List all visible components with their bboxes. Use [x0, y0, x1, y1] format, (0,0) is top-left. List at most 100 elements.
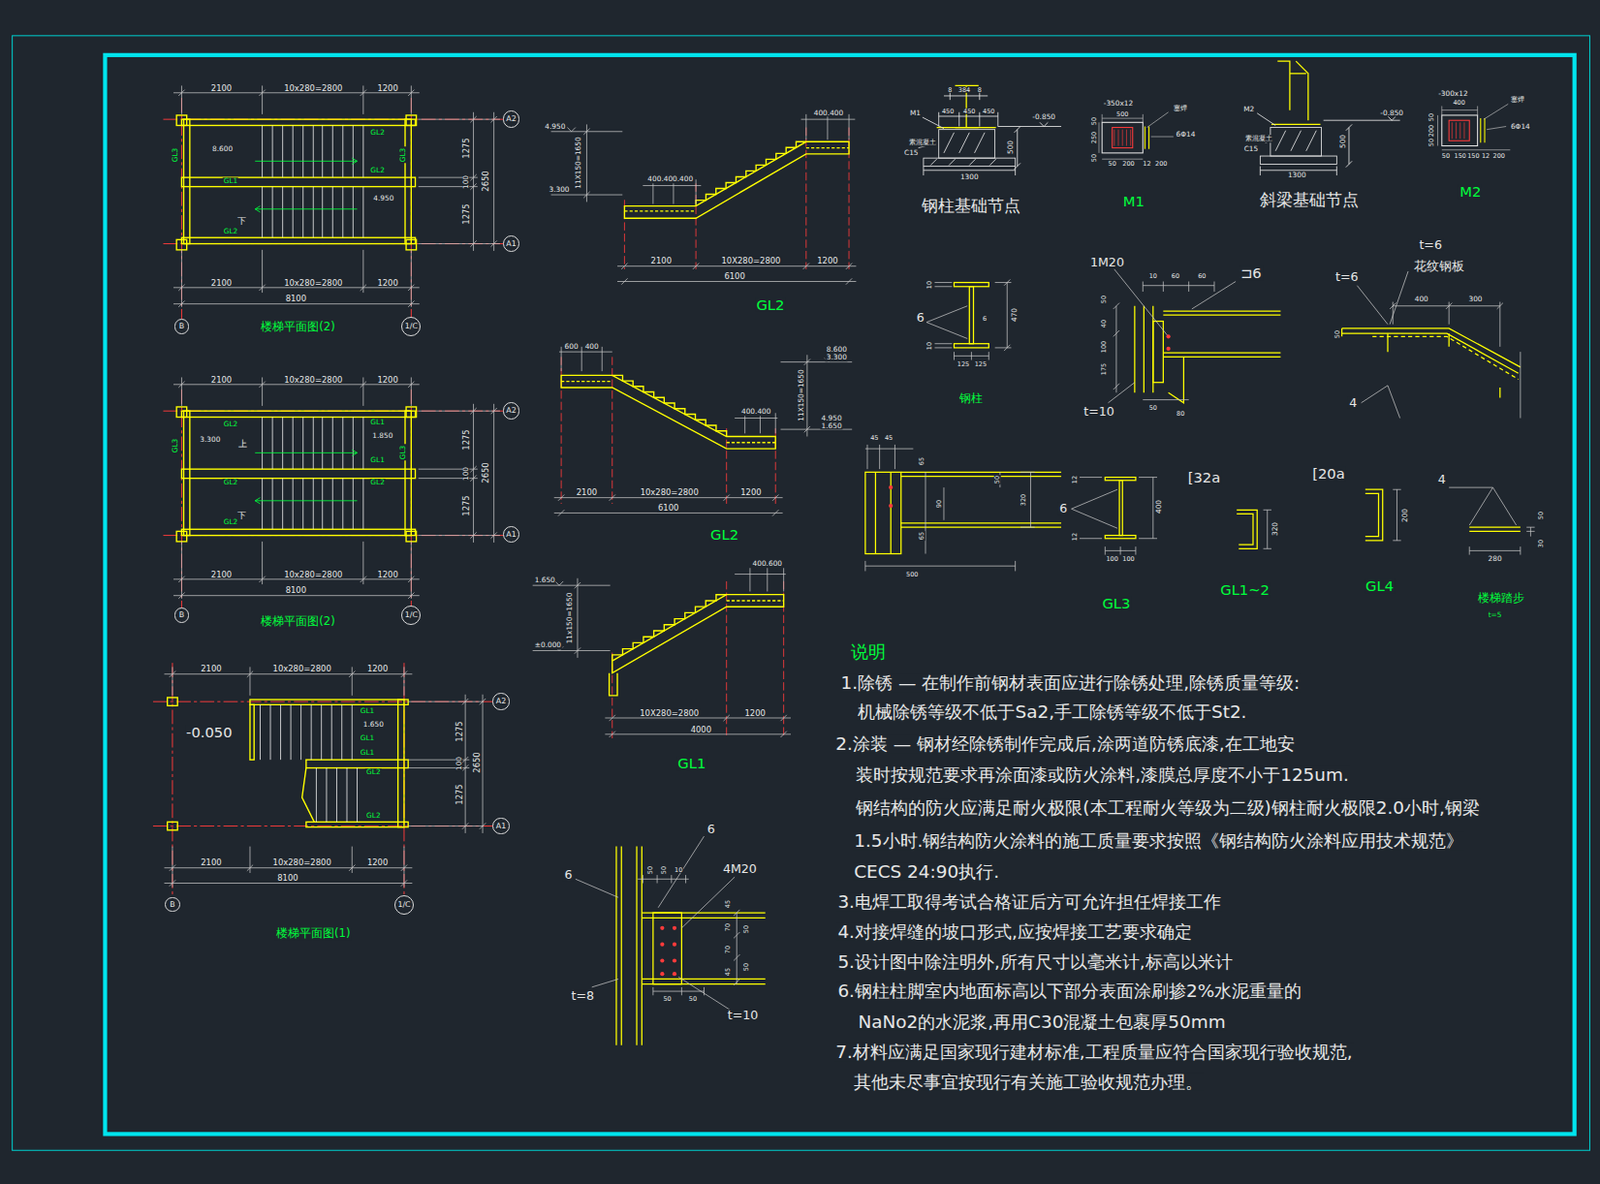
drawing-label: 1300 [959, 173, 980, 181]
dimension-text: 250 [1090, 130, 1098, 145]
axis-bubble: B [174, 607, 190, 624]
drawing-label: 1200 [376, 569, 399, 578]
drawing-label: 500 [1115, 111, 1130, 119]
drawing-label: 8100 [284, 586, 308, 595]
drawing-label: 50 [688, 996, 698, 1004]
drawing-label: 300 [1468, 296, 1484, 304]
drawing-label: t=5 [1487, 611, 1504, 619]
axis-bubble: A1 [492, 817, 509, 835]
drawing-label: 1200 [376, 375, 399, 383]
drawing-label: 楼梯平面图(2) [259, 321, 336, 334]
dimension-text: 500 [1007, 139, 1015, 156]
drawing-label: 8100 [284, 294, 308, 303]
dimension-text: 45 [723, 967, 731, 977]
dimension-text: 320 [1020, 493, 1028, 507]
drawing-label: 花纹钢板 [1412, 259, 1466, 273]
drawing-label: 10x280=2800 [272, 858, 333, 867]
drawing-label: GL1 [369, 418, 386, 426]
drawing-label: M2 [1458, 185, 1482, 200]
drawing-label: M2 [1242, 105, 1255, 113]
note-line: 5.设计图中除注明外,所有尺寸以毫米计,标高以米计 [836, 952, 1233, 971]
drawing-label: -0.050 [185, 724, 234, 740]
drawing-label: 下 [236, 217, 248, 226]
dimension-text: 65 [918, 456, 926, 467]
drawing-label: 楼梯平面图(1) [275, 928, 351, 941]
drawing-label: 1.650 [362, 721, 385, 729]
drawing-label: 素混凝土 [908, 139, 938, 147]
drawing-label: GL2 [365, 812, 382, 819]
dimension-text: 40 [1100, 318, 1108, 329]
dimension-text: 100 [463, 466, 471, 482]
dimension-text: 50 [1100, 294, 1108, 305]
dimension-text: 50 [742, 924, 750, 935]
drawing-label: 6Φ14 [1509, 123, 1532, 130]
drawing-label: 384 [957, 86, 972, 94]
drawing-label: 8100 [276, 874, 299, 882]
drawing-label: 1200 [366, 858, 389, 867]
note-line: 4.对接焊缝的坡口形式,应按焊接工艺要求确定 [836, 923, 1193, 942]
drawing-label: 500 [905, 570, 919, 578]
dimension-text: 50 [1428, 112, 1436, 123]
drawing-label: GL1 [369, 456, 386, 464]
dimension-text: 470 [1010, 307, 1018, 323]
drawing-label: 3.300 [547, 186, 570, 193]
drawing-label: 45 [883, 434, 894, 441]
dimension-text: 50 [1537, 509, 1545, 520]
dimension-text: GL3 [171, 147, 179, 164]
drawing-label: 1.850 [371, 433, 394, 440]
axis-bubble: 1/C [401, 605, 421, 626]
drawing-label: 400.400 [740, 408, 772, 416]
drawing-label: 1M20 [1089, 255, 1126, 269]
dimension-text: 70 [723, 922, 731, 933]
dimension-text: 100 [1100, 340, 1108, 354]
drawing-label: GL2 [369, 478, 386, 486]
drawing-label: 12 [1141, 160, 1152, 168]
drawing-label: -0.850 [1031, 113, 1057, 121]
dimension-text: 90 [935, 499, 942, 509]
drawing-label: 2100 [575, 488, 598, 497]
drawing-label: 50 [1148, 405, 1159, 412]
drawing-label: 6 [1058, 502, 1068, 516]
drawing-label: 200 [1154, 160, 1168, 168]
dimension-text: 30 [1537, 538, 1545, 549]
drawing-label: 楼梯平面图(2) [259, 616, 336, 628]
dimension-text: 1275 [455, 720, 464, 743]
drawing-label: 1.650 [533, 576, 557, 584]
drawing-label: 150 [1466, 153, 1480, 160]
dimension-text: 1275 [462, 136, 471, 159]
drawing-label: 钢柱 [958, 393, 984, 406]
drawing-label: GL1 [359, 707, 377, 715]
drawing-label: M1 [1122, 194, 1146, 210]
drawing-label: GL2 [369, 166, 386, 174]
drawing-label: GL2 [222, 227, 240, 235]
axis-label: A1 [505, 531, 516, 539]
drawing-label: 400.400 [813, 109, 845, 117]
drawing-label: 1200 [743, 709, 766, 718]
drawing-label: 10X280=2800 [720, 256, 782, 265]
drawing-label: C15 [1243, 145, 1260, 153]
drawing-label: 125 [973, 361, 988, 369]
dimension-text: 12 [1070, 474, 1078, 485]
dimension-text: 1275 [462, 428, 471, 451]
drawing-label: GL4 [1364, 579, 1395, 595]
drawing-label: GL1 [222, 178, 240, 186]
drawing-label: 2100 [650, 256, 673, 265]
drawing-label: GL2 [222, 420, 240, 428]
note-line: CECS 24:90执行. [852, 863, 1001, 881]
dimension-text: 500 [1339, 133, 1347, 150]
dimension-text: 320 [1271, 521, 1279, 537]
drawing-label: 400.400.400 [646, 176, 694, 184]
drawing-label: GL2 [222, 518, 240, 526]
drawing-label: 10 [1148, 273, 1159, 281]
note-line: 7.材料应满足国家现行建材标准,工程质量应符合国家现行验收规范, [834, 1043, 1353, 1062]
drawing-label: [20a [1311, 467, 1347, 482]
drawing-label: t=8 [569, 990, 596, 1004]
drawing-label: 钢柱基础节点 [920, 196, 1022, 214]
drawing-label: 80 [1175, 410, 1186, 418]
note-line: 1.5小时.钢结构防火涂料的施工质量要求按照《钢结构防火涂料应用技术规范》 [852, 832, 1465, 850]
dimension-text: GL3 [171, 438, 179, 455]
note-line: 1.除锈 — 在制作前钢材表面应进行除锈处理,除锈质量等级: [840, 674, 1302, 692]
drawing-label: 2100 [199, 664, 222, 673]
drawing-label: 1200 [376, 83, 399, 92]
